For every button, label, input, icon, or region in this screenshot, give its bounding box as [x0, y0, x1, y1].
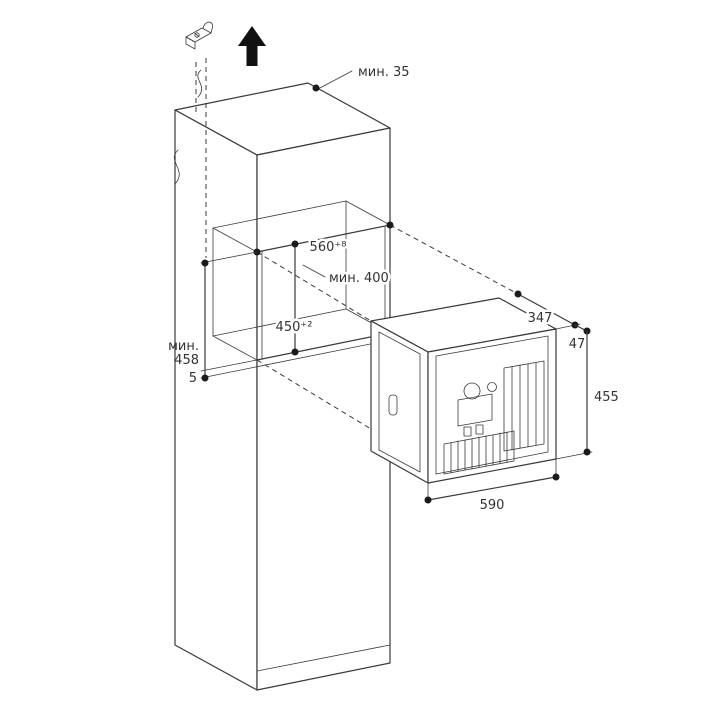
cabinet-front-face	[256, 127, 391, 691]
dimension-dot	[386, 221, 394, 229]
label-min-top-clearance: мин. 35	[358, 65, 410, 80]
extension-line-mid	[200, 359, 258, 372]
dimension-line	[517, 293, 576, 326]
niche-top-edge	[256, 224, 391, 253]
front-panel-inset	[435, 335, 549, 475]
indicator-dial-icon	[487, 382, 497, 392]
break-mark-upper	[197, 69, 203, 98]
dimension-dot	[424, 496, 432, 504]
label-niche-height: 450⁺²	[276, 320, 313, 335]
dimension-appliance-width-590: 590	[424, 458, 560, 516]
dimension-dot	[201, 374, 209, 382]
dimension-appliance-depth-347: 347	[514, 290, 581, 330]
projection-line-top-left	[256, 251, 372, 322]
cabinet-side-panel	[174, 109, 258, 691]
dimension-dot	[552, 473, 560, 481]
control-dial-icon	[463, 382, 481, 400]
leader-line	[317, 70, 353, 90]
niche-depth-edges	[212, 200, 391, 361]
label-appliance-depth: 347	[528, 311, 553, 326]
side-grille	[503, 360, 545, 452]
label-offset-5: 5	[189, 371, 197, 386]
extension-line-top	[200, 251, 258, 264]
panel-break-symbol	[173, 69, 203, 185]
dimension-front-protrusion-47: 47	[566, 324, 591, 355]
leader-line	[302, 264, 326, 278]
niche-lower-parallel-line	[200, 339, 391, 379]
drip-tray-grid	[450, 431, 508, 474]
drip-tray	[443, 430, 515, 475]
label-front-protrusion: 47	[569, 337, 586, 352]
label-niche-width: 560⁺⁸	[310, 240, 347, 255]
dimension-dot	[514, 290, 522, 298]
dimension-min-top-clearance: мин. 35	[312, 65, 410, 92]
cabinet-plinth-line	[256, 644, 391, 672]
label-458: 458	[174, 353, 199, 368]
side-grille-slats	[511, 362, 537, 451]
dimension-dot	[291, 348, 299, 356]
door-handle-slot	[388, 394, 398, 416]
dimension-niche-height: 450⁺²	[273, 240, 315, 356]
niche-bottom-edge	[256, 332, 391, 361]
spout-nozzle-left	[463, 426, 472, 437]
label-niche-depth: мин. 400	[329, 271, 389, 286]
projection-line-top-right	[389, 224, 519, 295]
dimension-dot	[583, 448, 591, 456]
niche	[200, 200, 391, 379]
dimension-dot	[291, 240, 299, 248]
niche-side-walls	[261, 226, 386, 360]
projection-line-bottom-left	[256, 359, 372, 430]
dimension-left-min-458: мин. 458 5	[168, 251, 258, 386]
up-arrow-icon	[238, 26, 266, 66]
dimension-niche-depth: мин. 400	[302, 264, 391, 289]
fastening-bracket-icon	[185, 21, 213, 258]
dimension-dot	[201, 259, 209, 267]
dimension-dot	[312, 84, 320, 92]
spout-nozzle-right	[475, 424, 484, 435]
coffee-spout	[457, 393, 493, 427]
dimension-appliance-height-455: 455	[555, 330, 619, 460]
appliance-side-door-inset	[378, 331, 421, 473]
dimension-line	[427, 476, 557, 501]
label-appliance-height: 455	[594, 390, 619, 405]
label-appliance-width: 590	[480, 498, 505, 513]
label-min: мин.	[168, 339, 199, 354]
appliance	[370, 297, 557, 484]
cabinet	[174, 82, 391, 691]
break-mark-lower	[173, 149, 180, 185]
